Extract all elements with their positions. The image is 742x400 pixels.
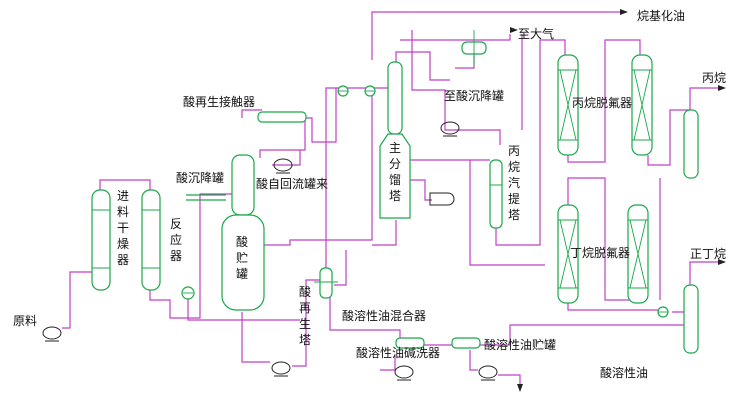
- label-propane: 丙烷: [702, 71, 726, 85]
- stripper-bottom-pipe: [495, 160, 541, 246]
- dryer-outlet-pipe: [149, 285, 180, 319]
- fractionator-bottom-pipe: [372, 220, 397, 246]
- label-n-butane: 正丁烷: [690, 247, 726, 261]
- settler-to-fractionator-pipe: [242, 94, 373, 246]
- piping: [62, 11, 718, 385]
- label-aso: 酸溶性油: [600, 365, 648, 380]
- header-valves: [337, 85, 669, 318]
- butane-top-pipe: [567, 177, 640, 301]
- propane-defluorinator-1: [557, 54, 579, 156]
- aso-product-pipe: [498, 374, 521, 385]
- reactor-feed-pipe: [180, 193, 240, 319]
- propane-product-drum: [683, 109, 699, 179]
- label-aso-tank: 酸溶性油贮罐: [484, 337, 556, 352]
- propane-feed-pipe: [539, 39, 566, 160]
- propane-crossover-pipe: [567, 39, 641, 163]
- aso-mixer-vessel: [395, 337, 425, 349]
- acid-storage-tank: [221, 214, 265, 311]
- atmosphere-arrow-icon: [510, 27, 518, 33]
- butane-defluorinator-1: [557, 204, 579, 304]
- label-main-fractionator: 主分馏塔: [389, 141, 401, 203]
- propane-arrow-icon: [718, 85, 726, 91]
- reactor-vessel: [181, 194, 226, 300]
- acid-reflux-pump-icon: [273, 158, 293, 174]
- labels: 烷基化油 至大气 至酸沉降罐 丙烷脱氟器 丙烷 酸再生接触器 酸沉降罐 酸自回流…: [13, 9, 726, 380]
- fractionator-reboiler-pipe: [410, 179, 432, 201]
- acid-regen-tower-vessel: [314, 267, 338, 299]
- contactor-return-pipe: [259, 118, 306, 158]
- propane-defluorinator-2: [631, 54, 653, 156]
- label-butane-defluorinator: 丁烷脱氟器: [570, 245, 630, 260]
- contactor-right-pipe: [305, 88, 337, 143]
- label-propane-stripper: 丙烷汽提塔: [508, 144, 520, 222]
- label-aso-washer: 酸溶性油碱洗器: [356, 345, 440, 360]
- label-acid-regen-tower: 酸再生塔: [299, 284, 311, 347]
- aso-tank-pipe: [475, 324, 690, 346]
- fractionator-top-line: [411, 30, 501, 145]
- dryer-crossover-pipe: [99, 179, 151, 190]
- regen-tower-overhead-pipe: [325, 87, 336, 268]
- aso-pump-pipe: [469, 350, 478, 371]
- label-acid-regen-contactor: 酸再生接触器: [183, 94, 255, 109]
- acid-regen-contactor-vessel: [257, 111, 307, 123]
- regen-side-pipe: [334, 250, 347, 286]
- butane-defluorinator-2: [627, 204, 649, 304]
- n-butane-product-drum: [683, 284, 699, 354]
- label-acid-tank: 酸贮罐: [236, 234, 248, 281]
- label-feed: 原料: [13, 314, 37, 328]
- feed-dryer-2: [141, 189, 161, 291]
- equipment: [91, 30, 699, 354]
- acid-tank-pump-icon: [271, 361, 291, 377]
- label-reactor: 反应器: [170, 217, 182, 263]
- acid-settler-vessel: [231, 154, 255, 216]
- overhead-drum: [461, 30, 487, 66]
- contactor-feed-pipe: [241, 109, 262, 118]
- fractionator-overhead-pipe: [395, 51, 450, 81]
- aso-tank-vessel: [451, 337, 481, 349]
- reactor-loop-pipe: [187, 295, 300, 321]
- fractionator-pump-icon: [440, 121, 460, 137]
- aso-tank-pump-icon: [478, 365, 498, 381]
- label-alkylate: 烷基化油: [637, 9, 685, 23]
- label-to-acid-settler: 至酸沉降罐: [444, 88, 504, 103]
- feed-dryer-1: [91, 189, 111, 291]
- aso-washer-pump-icon: [394, 365, 414, 381]
- alkylate-line: [371, 11, 620, 60]
- label-acid-reflux: 酸自回流罐来: [256, 176, 328, 191]
- butane-bottom-pipe: [567, 300, 660, 311]
- acid-reflux-pipe: [272, 150, 301, 166]
- fractionator-reboiler: [429, 192, 455, 206]
- n-butane-arrow-icon: [718, 259, 726, 265]
- label-feed-dryer: 进料干燥器: [117, 189, 129, 267]
- label-to-atmosphere: 至大气: [518, 26, 554, 41]
- flow-arrows: [510, 9, 726, 392]
- butane-feed-pipe: [469, 160, 545, 266]
- feed-pump-icon: [42, 326, 62, 342]
- label-acid-settler: 酸沉降罐: [176, 170, 224, 185]
- pump-to-regen-pipe: [292, 279, 322, 367]
- propane-stripper-vessel: [489, 159, 503, 229]
- alkylate-arrow-icon: [620, 9, 628, 15]
- main-fractionator-vessel: [379, 61, 411, 219]
- propane-out-pipe: [647, 109, 690, 166]
- n-butane-product-pipe: [689, 261, 718, 285]
- label-aso-mixer: 酸溶性油混合器: [342, 308, 426, 323]
- propane-product-pipe: [689, 87, 718, 110]
- label-propane-defluorinator: 丙烷脱氟器: [572, 95, 632, 110]
- pumps: [42, 121, 498, 381]
- acid-tank-bottom-pipe: [241, 312, 270, 363]
- to-atmosphere-line: [400, 34, 511, 41]
- aso-product-arrow-icon: [517, 384, 523, 392]
